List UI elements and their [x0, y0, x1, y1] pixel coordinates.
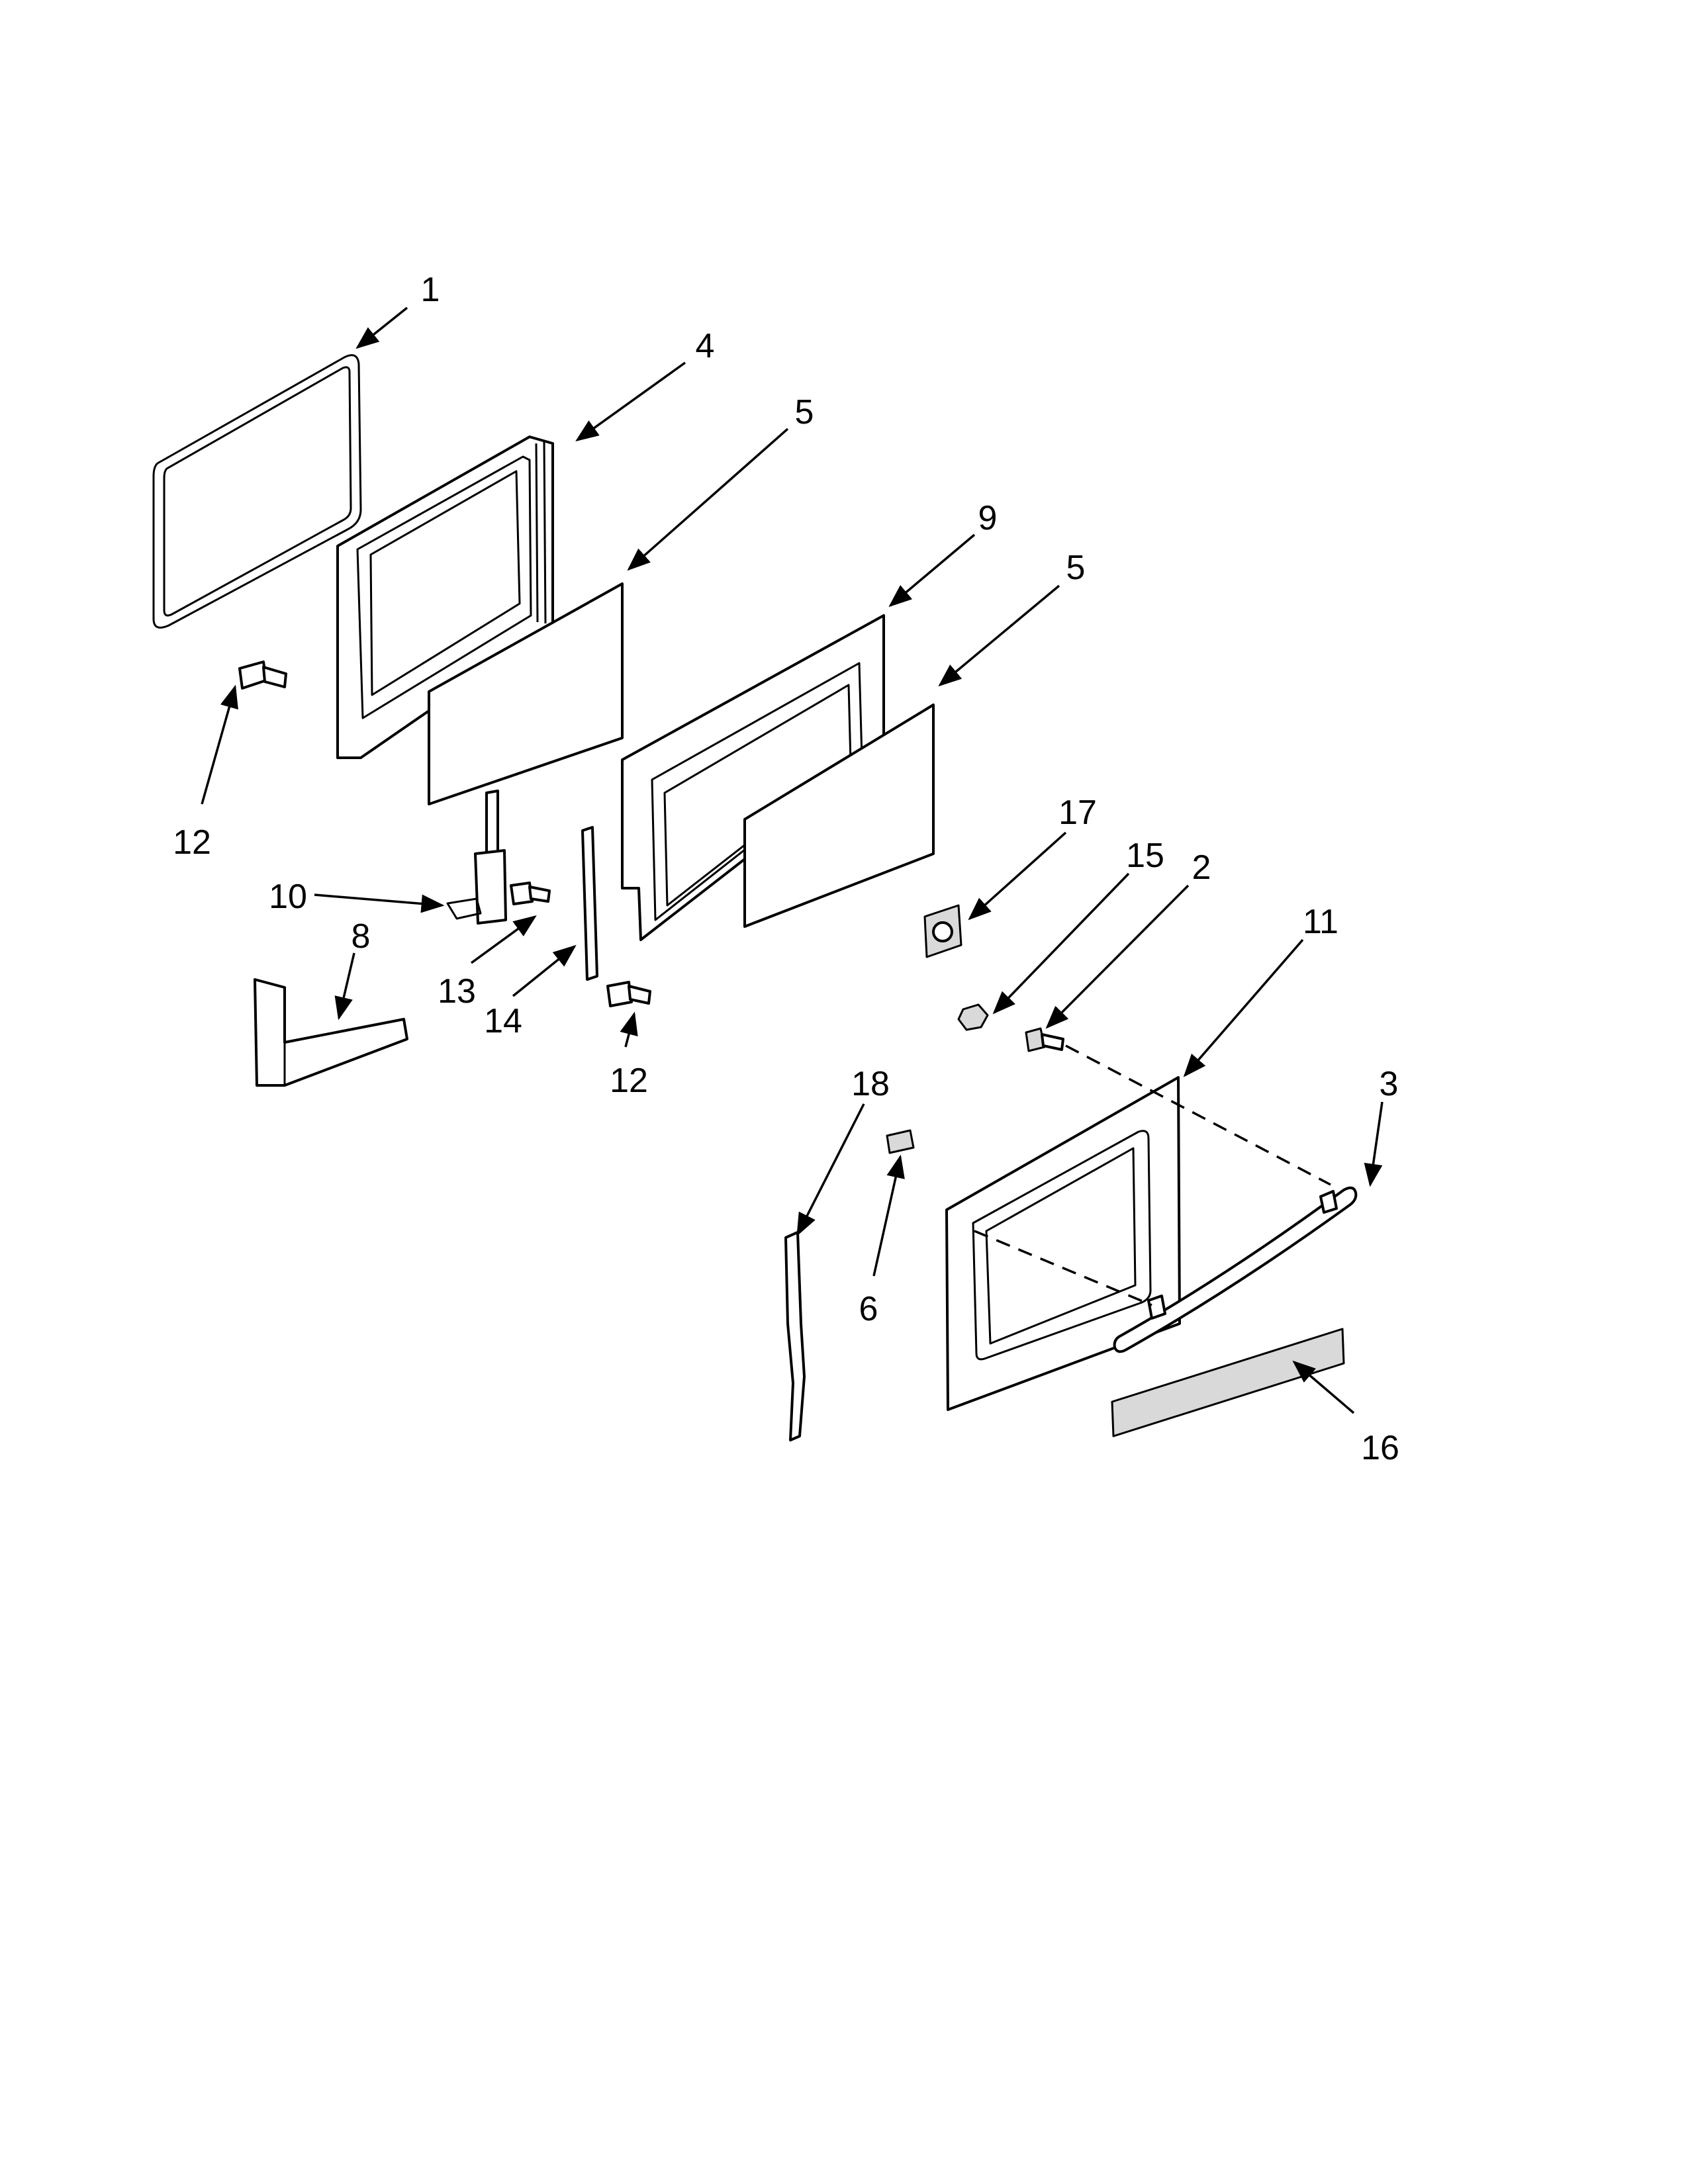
part-screw-left — [238, 660, 287, 690]
callout-labels: 1 4 5 9 5 12 10 8 13 14 12 17 15 2 11 3 … — [173, 271, 1399, 1467]
assembly-line-lower — [974, 1230, 1152, 1306]
callout-9: 9 — [978, 499, 998, 537]
part-trim-strip — [1111, 1328, 1345, 1437]
part-handle — [1113, 1186, 1358, 1353]
callout-8: 8 — [352, 917, 371, 956]
callout-12: 12 — [173, 823, 211, 862]
callout-4: 4 — [696, 327, 715, 365]
callout-3: 3 — [1380, 1065, 1399, 1103]
part-side-trim — [581, 826, 598, 981]
callout-15: 15 — [1126, 837, 1164, 875]
part-outer-door-glass — [945, 1076, 1181, 1411]
part-side-bracket — [784, 1231, 806, 1441]
callout-12: 12 — [610, 1062, 648, 1100]
callout-6: 6 — [859, 1290, 878, 1328]
part-hinge-screw — [510, 882, 551, 905]
callout-14: 14 — [484, 1002, 522, 1040]
part-insulation — [254, 978, 408, 1087]
part-nut — [957, 1003, 989, 1031]
part-badge-bracket — [923, 904, 962, 958]
part-handle-screw — [1025, 1027, 1064, 1052]
part-screw-right — [606, 981, 651, 1007]
callout-17: 17 — [1058, 794, 1097, 832]
part-glass-panel-lower — [743, 704, 935, 928]
part-glass-panel-upper — [428, 582, 624, 805]
callout-18: 18 — [851, 1065, 890, 1103]
part-hinge — [446, 790, 507, 925]
part-inner-door-panel — [336, 435, 554, 759]
callout-5: 5 — [1066, 549, 1086, 587]
callout-1: 1 — [421, 271, 440, 309]
callout-10: 10 — [269, 878, 307, 916]
assembly-line-upper — [1065, 1044, 1331, 1186]
part-clip — [886, 1129, 915, 1154]
leader-lines — [201, 306, 1383, 1414]
callout-5: 5 — [795, 393, 814, 432]
callout-11: 11 — [1303, 903, 1338, 941]
part-door-gasket — [152, 354, 362, 629]
callout-16: 16 — [1361, 1429, 1399, 1467]
callout-2: 2 — [1192, 848, 1211, 887]
callout-13: 13 — [438, 972, 476, 1011]
